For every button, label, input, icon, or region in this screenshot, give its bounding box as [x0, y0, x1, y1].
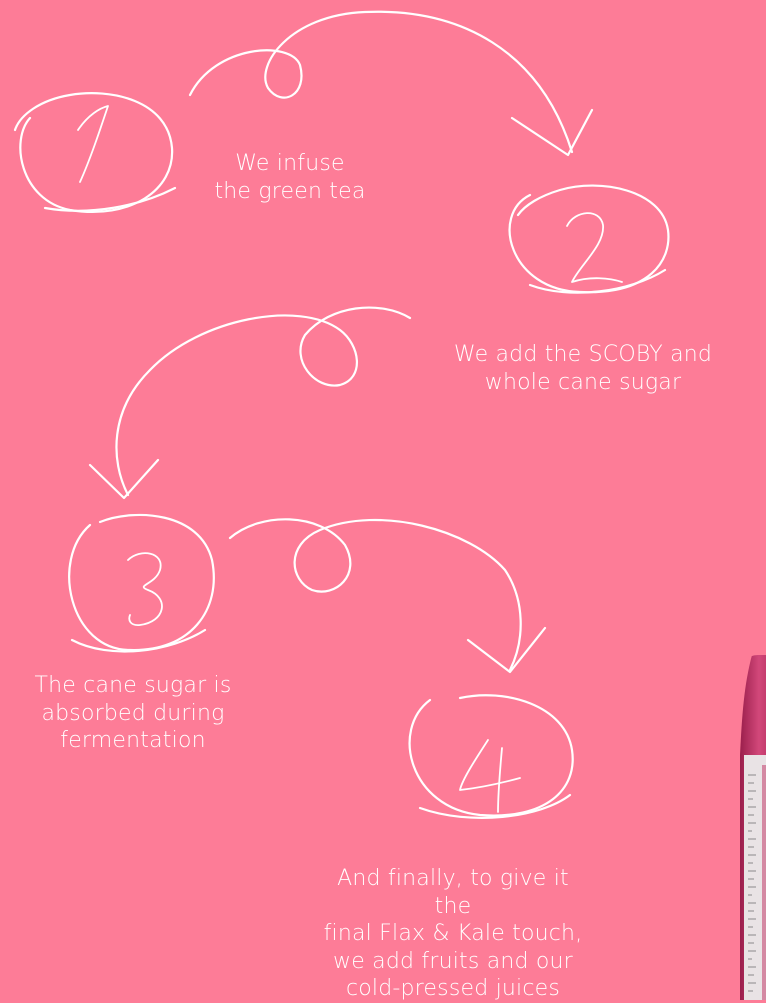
step-1-circle: [15, 93, 172, 212]
step-2-line-2: whole cane sugar: [400, 369, 766, 397]
arrow-1-to-2-head: [512, 110, 592, 155]
arrow-2-to-3: [116, 308, 410, 495]
step-4-line-4: cold-pressed juices: [318, 975, 588, 1003]
step-2-number: [567, 213, 622, 282]
step-1-number: [78, 106, 108, 182]
step-2-text: We add the SCOBY and whole cane sugar: [400, 341, 766, 396]
step-4-line-2: final Flax & Kale touch,: [318, 920, 588, 948]
step-2-circle: [510, 186, 669, 293]
step-3-line-3: fermentation: [8, 727, 258, 755]
step-4-line-3: we add fruits and our: [318, 948, 588, 976]
step-3-line-2: absorbed during: [8, 700, 258, 728]
step-3-text: The cane sugar is absorbed during fermen…: [8, 672, 258, 755]
step-4-number: [460, 740, 520, 812]
step-3-number: [128, 553, 162, 625]
step-3-line-1: The cane sugar is: [8, 672, 258, 700]
step-4-circle-tail: [420, 795, 570, 818]
step-4-text: And finally, to give it the final Flax &…: [318, 865, 588, 1003]
step-2-line-1: We add the SCOBY and: [400, 341, 766, 369]
arrow-2-to-3-head: [90, 460, 158, 498]
step-4-line-1: And finally, to give it the: [318, 865, 588, 920]
step-1-line-1: We infuse: [190, 150, 390, 178]
step-2-circle-tail: [530, 270, 665, 293]
step-4-circle: [410, 695, 573, 815]
arrow-3-to-4-head: [468, 628, 545, 672]
step-3-circle: [69, 515, 214, 650]
step-1-text: We infuse the green tea: [190, 150, 390, 205]
arrow-1-to-2: [190, 12, 572, 152]
step-1-line-2: the green tea: [190, 178, 390, 206]
bottle-image: [738, 655, 766, 1000]
